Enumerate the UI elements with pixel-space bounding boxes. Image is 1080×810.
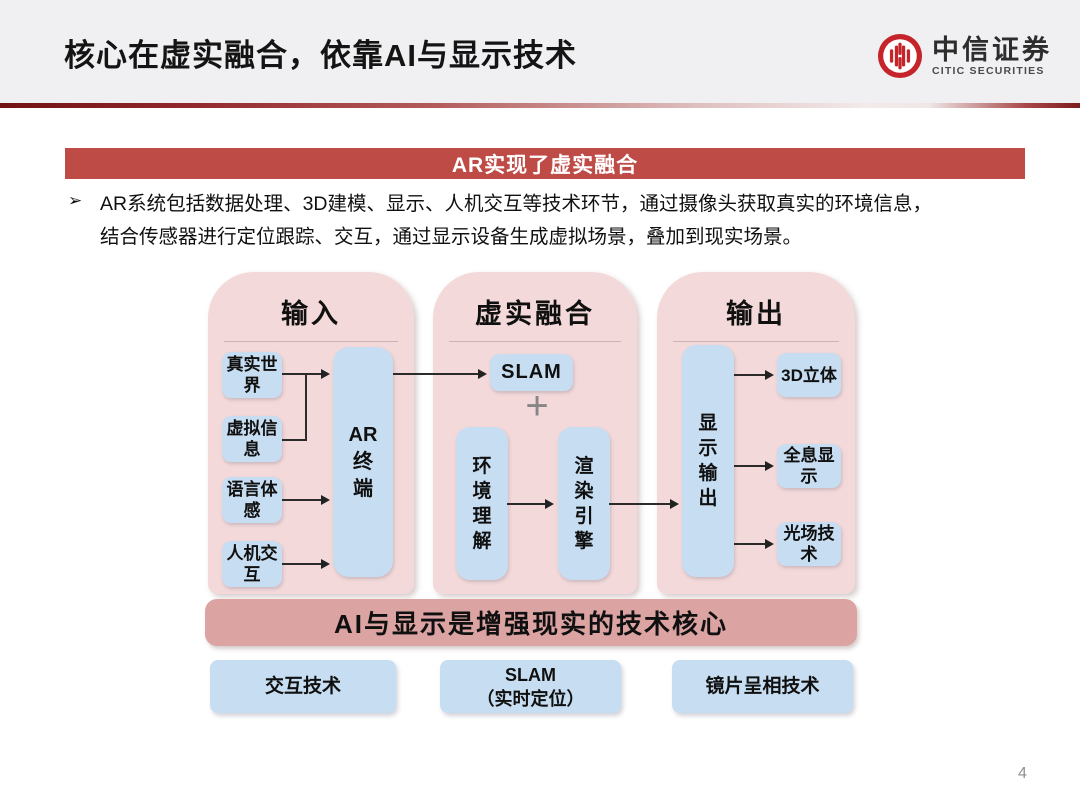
arrowhead — [478, 369, 487, 379]
node-ar-terminal: AR 终 端 — [333, 347, 393, 577]
arrow-display-to-lightfield — [734, 543, 766, 545]
arrowhead — [765, 539, 774, 549]
column-output-divider — [673, 341, 839, 342]
section-banner: AR实现了虚实融合 — [65, 148, 1025, 179]
node-slam: SLAM — [490, 354, 573, 391]
header-divider — [0, 103, 1080, 108]
page-number: 4 — [1018, 765, 1027, 782]
column-fusion-divider — [449, 341, 621, 342]
node-3d-stereo: 3D立体 — [777, 353, 841, 397]
core-tech-banner: AI与显示是增强现实的技术核心 — [205, 599, 857, 646]
arrowhead — [765, 370, 774, 380]
node-real-world: 真实世界 — [222, 352, 282, 398]
arrowhead — [765, 461, 774, 471]
node-virtual-info: 虚拟信息 — [222, 416, 282, 462]
arrowhead — [321, 495, 330, 505]
arrow-terminal-to-slam — [393, 373, 479, 375]
node-light-field: 光场技术 — [777, 522, 841, 566]
column-output-title: 输出 — [726, 299, 786, 329]
arrowhead — [545, 499, 554, 509]
column-input-divider — [224, 341, 398, 342]
logo-name-cn: 中信证券 — [932, 35, 1052, 65]
plus-icon: + — [525, 384, 549, 428]
bottom-box-slam-realtime: SLAM （实时定位） — [440, 660, 621, 713]
arrow-display-to-holo — [734, 465, 766, 467]
arrowhead — [321, 369, 330, 379]
node-render-engine: 渲 染 引 擎 — [558, 427, 610, 580]
arrowhead — [670, 499, 679, 509]
column-input-title: 输入 — [281, 299, 341, 329]
bullet-text: AR系统包括数据处理、3D建模、显示、人机交互等技术环节，通过摄像头获取真实的环… — [100, 193, 933, 248]
arrow-render-to-display — [609, 503, 671, 505]
arrowhead — [321, 559, 330, 569]
citic-logo: 中信证券 CITIC SECURITIES — [877, 33, 1052, 79]
bullet-paragraph: ➢ AR系统包括数据处理、3D建模、显示、人机交互等技术环节，通过摄像头获取真实… — [68, 188, 1020, 254]
logo-name-en: CITIC SECURITIES — [932, 65, 1045, 77]
logo-text: 中信证券 CITIC SECURITIES — [932, 35, 1052, 77]
bottom-box-lens-imaging: 镜片呈相技术 — [672, 660, 853, 713]
arrow-display-to-3d — [734, 374, 766, 376]
arrow-realworld-to-terminal — [282, 373, 322, 375]
node-holographic-display: 全息显示 — [777, 444, 841, 488]
arrow-hci-to-terminal — [282, 563, 322, 565]
citic-logo-icon — [877, 33, 923, 79]
node-language-motion: 语言体感 — [222, 477, 282, 523]
arrow-language-to-terminal — [282, 499, 322, 501]
bullet-marker-icon: ➢ — [68, 191, 83, 210]
node-display-output: 显 示 输 出 — [682, 345, 734, 577]
column-fusion-title: 虚实融合 — [475, 299, 595, 329]
connector-virtualinfo-join — [305, 374, 307, 440]
node-hci: 人机交互 — [222, 541, 282, 587]
bottom-box-interaction-tech: 交互技术 — [210, 660, 396, 713]
node-environment-understanding: 环 境 理 解 — [456, 427, 508, 580]
page-title: 核心在虚实融合，依靠AI与显示技术 — [64, 38, 577, 73]
arrow-env-to-render — [507, 503, 546, 505]
connector-virtualinfo-line — [282, 439, 307, 441]
